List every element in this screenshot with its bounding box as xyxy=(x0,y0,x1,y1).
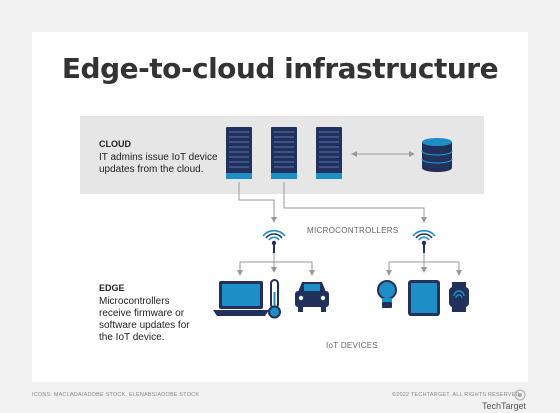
smartwatch-icon xyxy=(449,282,469,312)
diagram-card xyxy=(32,32,528,382)
server-icon xyxy=(226,127,252,179)
lightbulb-icon xyxy=(377,280,397,308)
microcontrollers-label: MICROCONTROLLERS xyxy=(307,226,399,235)
wifi-icon xyxy=(412,229,436,254)
wifi-icon xyxy=(262,229,286,254)
edge-description-line4: the IoT device. xyxy=(99,332,165,343)
icon-credits: ICONS: MACLADA/ADOBE STOCK, ELENABS/ADOB… xyxy=(32,392,200,398)
connector-right xyxy=(283,182,427,223)
cloud-description-line2: updates from the cloud. xyxy=(99,164,204,175)
cloud-description-line1: IT admins issue IoT device xyxy=(99,152,218,163)
thermometer-icon xyxy=(268,279,281,319)
brand-name: TechTarget xyxy=(482,401,527,411)
database-icon xyxy=(421,138,453,172)
cloud-heading: CLOUD xyxy=(99,139,131,149)
copyright: ©2022 TECHTARGET. ALL RIGHTS RESERVED xyxy=(392,392,520,398)
edge-description-line1: Microcontrollers xyxy=(99,296,170,307)
connector-left xyxy=(238,182,277,223)
car-icon xyxy=(295,282,329,312)
iot-devices-label: IoT DEVICES xyxy=(326,341,379,350)
server-icon xyxy=(316,127,342,179)
tablet-icon xyxy=(408,280,440,316)
diagram-title: Edge-to-cloud infrastructure xyxy=(61,52,499,85)
edge-description-line3: software updates for xyxy=(99,320,190,331)
server-icon xyxy=(271,127,297,179)
edge-description-line2: receive firmware or xyxy=(99,308,185,319)
edge-heading: EDGE xyxy=(99,283,125,293)
techtarget-logo-icon xyxy=(514,389,526,401)
branch-left-group xyxy=(239,261,313,272)
laptop-icon xyxy=(213,281,269,316)
